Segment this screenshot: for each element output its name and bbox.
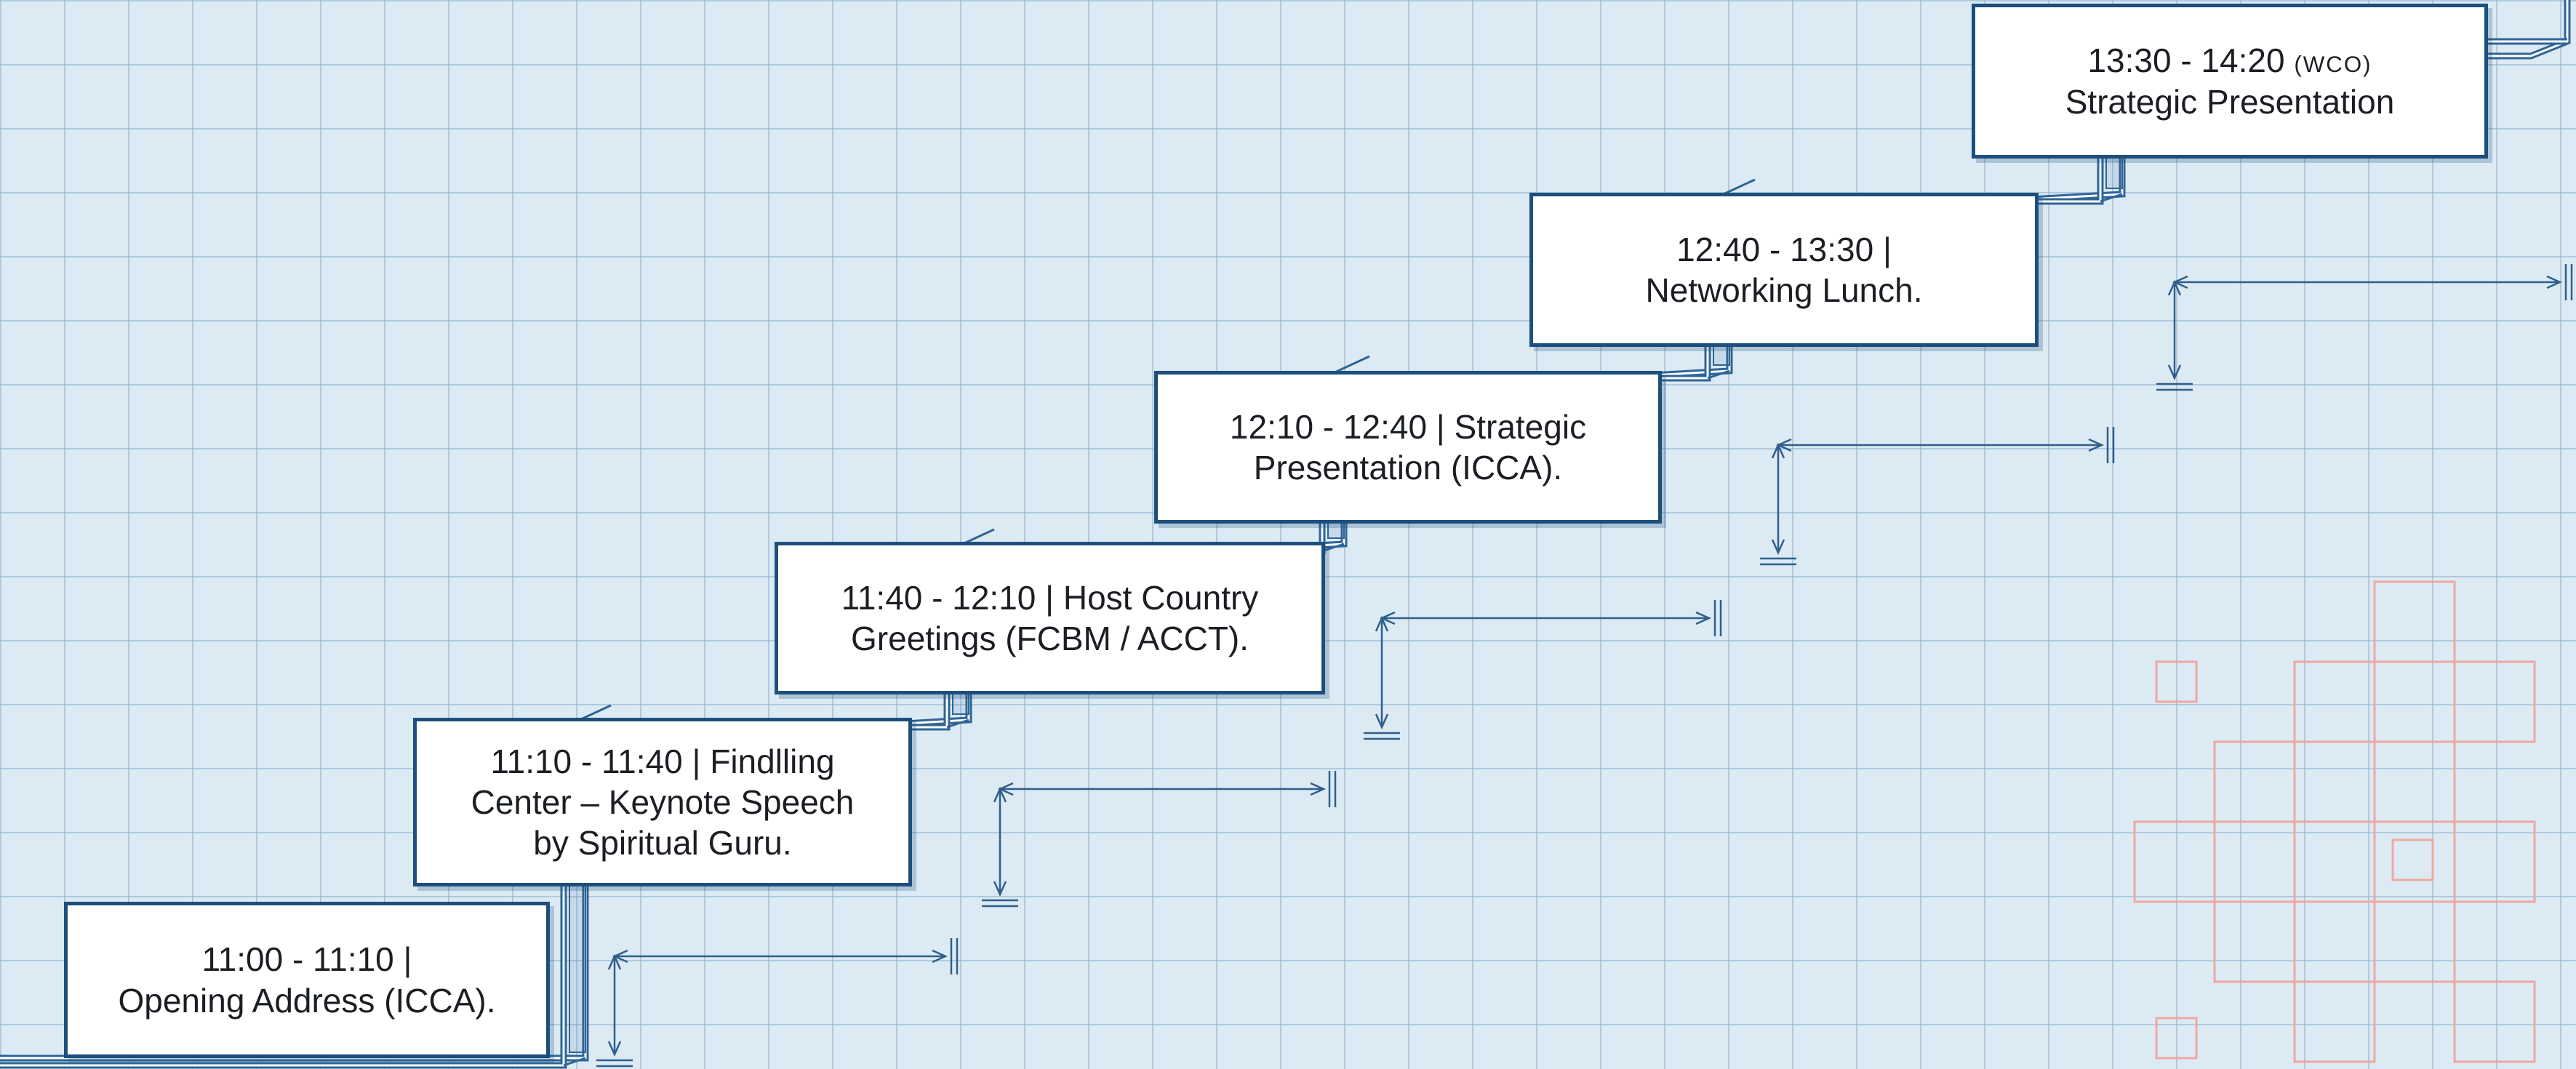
decor-square-9	[2373, 900, 2456, 983]
decor-square-13	[2155, 660, 2198, 703]
dim-h-4-head-right	[2088, 438, 2105, 452]
dim-v-4-head-top	[1771, 442, 1785, 459]
dim-v-4-head-bottom	[1771, 539, 1785, 556]
decor-square-8	[2133, 820, 2216, 903]
step-box-3: 11:40 - 12:10 | Host Country Greetings (…	[775, 542, 1325, 694]
step-5-line-1: 12:40 - 13:30 |	[1676, 230, 1892, 268]
dim-v-3-head-top	[1375, 615, 1389, 632]
dim-v-2-head-top	[993, 786, 1007, 803]
dim-v-1-head-top	[607, 953, 622, 970]
dim-v-1-head-bottom	[607, 1041, 622, 1057]
decor-square-5	[2213, 740, 2296, 823]
decor-square-14	[2391, 838, 2434, 881]
step-2-line-3: by Spiritual Guru.	[533, 824, 792, 862]
step-1-line-1: 11:00 - 11:10 |	[201, 940, 412, 979]
decor-square-1	[2373, 580, 2456, 663]
step-6-time-line: 13:30 - 14:20 (WCO)	[2087, 40, 2372, 81]
decor-square-12	[2293, 980, 2376, 1063]
decor-square-7	[2293, 820, 2376, 903]
decor-square-10	[2213, 900, 2296, 983]
step-3-line-1: 11:40 - 12:10 | Host Country	[841, 578, 1259, 617]
decor-square-11	[2453, 980, 2536, 1063]
step-4-line-1: 12:10 - 12:40 | Strategic	[1229, 407, 1587, 446]
decor-square-3	[2293, 660, 2376, 743]
decor-square-2	[2453, 660, 2536, 743]
step-6-time: 13:30 - 14:20	[2087, 41, 2285, 80]
step-6-tag: (WCO)	[2294, 52, 2372, 78]
step-box-5: 12:40 - 13:30 | Networking Lunch.	[1529, 193, 2039, 347]
decor-square-6	[2453, 820, 2536, 903]
dim-v-3-head-bottom	[1375, 713, 1389, 730]
dim-h-5-head-right	[2546, 275, 2563, 289]
step-box-1: 11:00 - 11:10 | Opening Address (ICCA).	[64, 902, 550, 1058]
dimension-arrows	[596, 264, 2573, 1068]
dim-h-3-head-right	[1695, 611, 1712, 625]
dim-v-5-head-bottom	[2167, 364, 2182, 381]
step-2-line-2: Center – Keynote Speech	[471, 782, 855, 821]
step-box-4: 12:10 - 12:40 | Strategic Presentation (…	[1154, 371, 1662, 524]
dim-v-2-head-bottom	[993, 881, 1007, 897]
step-6-title: Strategic Presentation	[2065, 82, 2395, 121]
depth-foot-2	[946, 718, 969, 729]
step-2-line-1: 11:10 - 11:40 | Findlling	[490, 742, 835, 780]
depth-foot-4	[1707, 369, 1730, 380]
decor-square-4	[2373, 740, 2456, 823]
decor-square-15	[2155, 1017, 2198, 1060]
step-3-line-2: Greetings (FCBM / ACCT).	[851, 620, 1249, 657]
dim-h-2-head-right	[1310, 782, 1327, 796]
dim-h-1-head-right	[932, 949, 948, 964]
depth-foot-3	[1321, 542, 1345, 553]
step-5-line-2: Networking Lunch.	[1645, 271, 1923, 309]
depth-foot-5	[2100, 193, 2123, 203]
depth-foot-1	[563, 1057, 586, 1067]
step-1-line-2: Opening Address (ICCA).	[118, 981, 496, 1020]
step-4-line-2: Presentation (ICCA).	[1253, 449, 1563, 487]
dim-v-5-head-top	[2167, 279, 2182, 296]
step-box-2: 11:10 - 11:40 | Findlling Center – Keyno…	[413, 718, 912, 886]
step-box-6: 13:30 - 14:20 (WCO) Strategic Presentati…	[1972, 4, 2488, 159]
